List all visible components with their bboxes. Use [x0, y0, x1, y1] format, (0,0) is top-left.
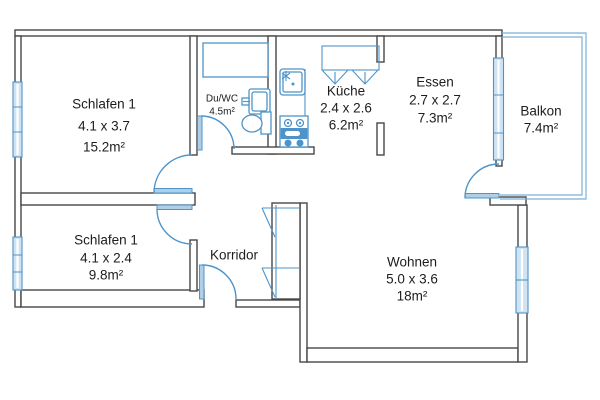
door-entrance [199, 264, 237, 300]
room-label-korridor: Korridor [210, 248, 259, 263]
room-label-essen: Essen 2.7 x 2.7 7.3m² [409, 75, 461, 126]
room-area: 15.2m² [83, 140, 126, 155]
room-label-schlafen1-bottom: Schlafen 1 4.1 x 2.4 9.8m² [74, 233, 138, 283]
wall-outer-bottom-left [20, 289, 205, 308]
room-name: Schlafen 1 [74, 233, 138, 248]
room-area: 6.2m² [329, 118, 364, 133]
wall-bedroom-top-east [189, 35, 198, 156]
wall-kueche-essen-stub-bottom [376, 122, 385, 156]
window-schlafen-bottom-icon [12, 236, 23, 291]
room-dimensions: 2.4 x 2.6 [320, 101, 372, 116]
kueche-cupboard [321, 45, 380, 71]
door-schlafen-bottom [156, 204, 193, 245]
room-area: 7.3m² [418, 111, 453, 126]
wall-between-bedrooms [20, 192, 196, 206]
closet-corridor [271, 202, 301, 300]
door-leaf [153, 188, 193, 194]
door-arc-icon [156, 208, 193, 245]
wall-jog-essen-wohnen [489, 196, 527, 206]
window-essen-balkon-icon [492, 57, 505, 161]
door-leaf [199, 264, 205, 300]
door-leaf [197, 115, 203, 151]
wall-corridor-bottom [235, 299, 301, 308]
room-name: Balkon [520, 104, 561, 119]
room-dimensions: 4.1 x 3.7 [78, 119, 130, 134]
room-label-kueche: Küche 2.4 x 2.6 6.2m² [320, 84, 372, 133]
room-label-wohnen: Wohnen 5.0 x 3.6 18m² [386, 255, 438, 304]
door-leaf [464, 193, 500, 199]
window-wohnen-icon [515, 246, 529, 314]
door-arc-icon [464, 163, 500, 199]
door-arc-icon [153, 154, 193, 194]
washbasin-icon [241, 88, 271, 115]
door-balkon [464, 163, 500, 199]
kitchen-sink-icon [279, 68, 306, 96]
balcony-outer-line [500, 32, 587, 200]
room-area: 18m² [397, 289, 428, 304]
window-schlafen-top-icon [12, 81, 23, 158]
room-area: 9.8m² [89, 268, 124, 283]
doors [153, 45, 500, 300]
wall-kueche-essen-stub-top [376, 35, 385, 63]
room-labels: Schlafen 1 4.1 x 3.7 15.2m² Du/WC 4.5m² … [72, 75, 562, 304]
wall-kueche-bottom [231, 146, 315, 155]
room-name: Wohnen [387, 255, 437, 270]
toilet-icon [241, 111, 272, 135]
door-schlafen-top [153, 154, 193, 194]
room-label-balkon: Balkon 7.4m² [520, 104, 561, 136]
folding-door-closet-icon [261, 205, 300, 299]
wall-outer-left [14, 35, 22, 308]
wall-wohnen-bottom [306, 347, 519, 363]
windows [12, 57, 529, 314]
door-leaf [156, 204, 193, 210]
room-dimensions: 5.0 x 3.6 [386, 272, 438, 287]
room-label-schlafen1-top: Schlafen 1 4.1 x 3.7 15.2m² [72, 97, 136, 155]
fixtures [202, 42, 309, 148]
room-label-duwc: Du/WC 4.5m² [206, 94, 238, 118]
room-name: Schlafen 1 [72, 97, 136, 112]
folding-door-kueche-icon [321, 45, 380, 85]
door-arc-icon [200, 115, 235, 150]
room-name: Küche [327, 84, 365, 99]
room-dimensions: 4.1 x 2.4 [80, 251, 132, 266]
room-dimensions: 2.7 x 2.7 [409, 93, 461, 108]
wall-bedroom-bottom-east [189, 239, 198, 292]
room-area: 4.5m² [209, 107, 235, 118]
wall-outer-top [14, 29, 503, 37]
balcony-inner-line [500, 36, 583, 196]
door-arc-icon [201, 264, 237, 300]
room-area: 7.4m² [524, 121, 559, 136]
door-duwc [197, 115, 235, 151]
stove-icon [279, 115, 309, 148]
room-name: Essen [416, 75, 454, 90]
wall-wohnen-west [299, 202, 308, 363]
room-name: Du/WC [206, 94, 238, 105]
shower-tray-icon [202, 42, 269, 78]
balcony-outline [500, 32, 587, 200]
room-name: Korridor [210, 248, 259, 263]
